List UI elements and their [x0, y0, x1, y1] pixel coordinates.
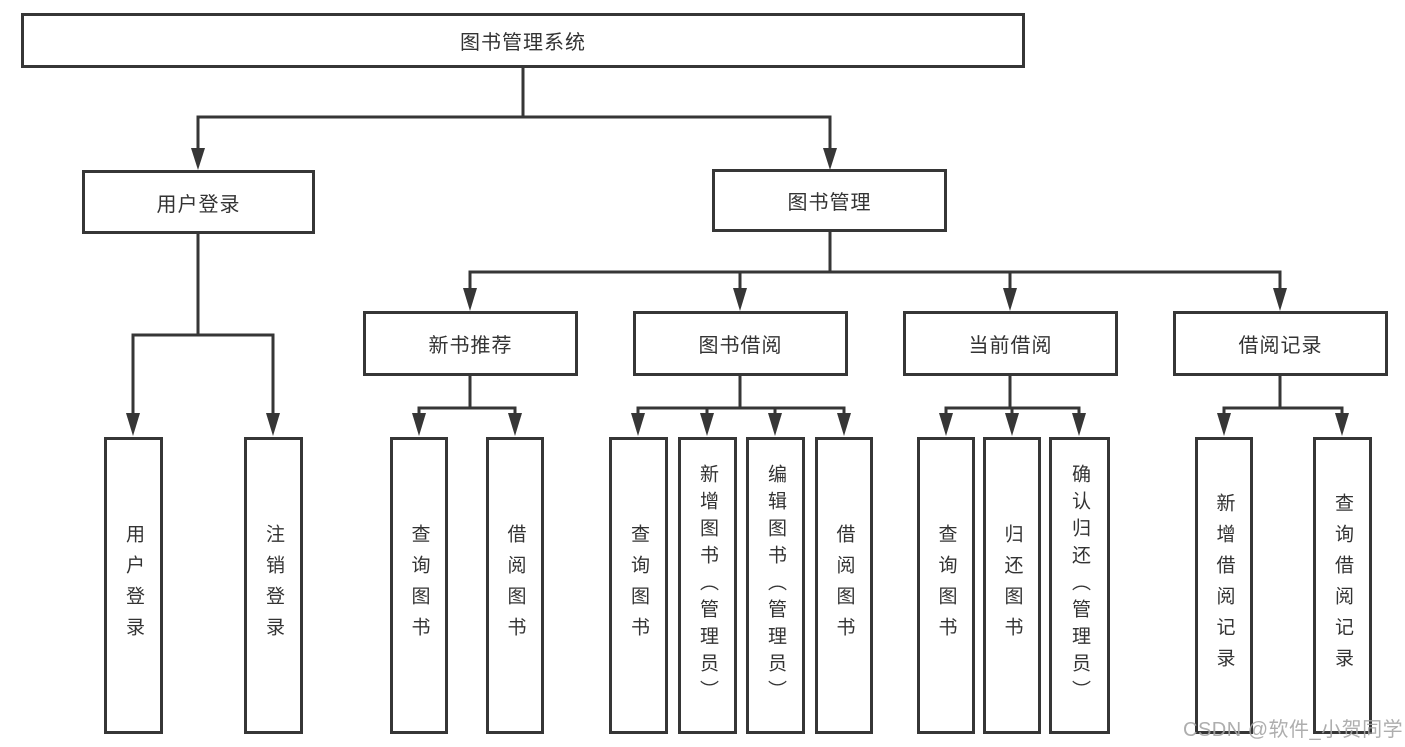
connector-borrow-records — [1217, 374, 1349, 436]
leaf-confirm-return-admin-label: 确认归还（管理员） — [1069, 464, 1090, 707]
leaf-borrow-books-borrow-label: 借阅图书 — [833, 523, 855, 648]
node-new-book-recommend-label: 新书推荐 — [428, 335, 513, 357]
node-book-borrow: 图书借阅 — [633, 311, 848, 376]
connector-root — [191, 66, 837, 170]
arrowhead-icon — [1005, 413, 1019, 436]
arrowhead-icon — [837, 413, 851, 436]
arrowhead-icon — [1217, 413, 1231, 436]
leaf-logout: 注销登录 — [244, 437, 303, 734]
leaf-confirm-return-admin: 确认归还（管理员） — [1049, 437, 1110, 734]
leaf-borrow-books-recommend: 借阅图书 — [486, 437, 544, 734]
leaf-add-borrow-record: 新增借阅记录 — [1195, 437, 1253, 734]
node-root-label: 图书管理系统 — [460, 32, 586, 54]
arrowhead-icon — [1003, 288, 1017, 311]
arrowhead-icon — [939, 413, 953, 436]
leaf-query-books-recommend: 查询图书 — [390, 437, 448, 734]
leaf-query-books-current: 查询图书 — [917, 437, 975, 734]
leaf-edit-books-admin: 编辑图书（管理员） — [746, 437, 805, 734]
arrowhead-icon — [700, 413, 714, 436]
node-borrow-records: 借阅记录 — [1173, 311, 1388, 376]
arrowhead-icon — [1335, 413, 1349, 436]
node-borrow-records-label: 借阅记录 — [1238, 335, 1323, 357]
csdn-watermark: CSDN @软件_小贺同学 — [1183, 719, 1404, 741]
arrowhead-icon — [508, 413, 522, 436]
node-current-borrow: 当前借阅 — [903, 311, 1118, 376]
leaf-add-books-admin: 新增图书（管理员） — [678, 437, 737, 734]
connector-user-login — [126, 232, 280, 436]
node-new-book-recommend: 新书推荐 — [363, 311, 578, 376]
arrowhead-icon — [412, 413, 426, 436]
leaf-return-books-label: 归还图书 — [1001, 523, 1023, 648]
leaf-edit-books-admin-label: 编辑图书（管理员） — [765, 464, 786, 707]
connector-book-management — [463, 230, 1287, 311]
arrowhead-icon — [191, 148, 205, 170]
leaf-logout-label: 注销登录 — [263, 523, 284, 648]
arrowhead-icon — [631, 413, 645, 436]
arrowhead-icon — [266, 413, 280, 436]
leaf-query-books-recommend-label: 查询图书 — [408, 523, 430, 648]
arrowhead-icon — [463, 288, 477, 311]
connector-new-book-recommend — [412, 374, 522, 436]
leaf-query-borrow-record-label: 查询借阅记录 — [1332, 492, 1353, 679]
arrowhead-icon — [1273, 288, 1287, 311]
arrowhead-icon — [823, 148, 837, 170]
arrowhead-icon — [733, 288, 747, 311]
leaf-query-borrow-record: 查询借阅记录 — [1313, 437, 1372, 734]
connector-book-borrow — [631, 374, 851, 436]
leaf-query-books-borrow: 查询图书 — [609, 437, 668, 734]
leaf-add-borrow-record-label: 新增借阅记录 — [1213, 492, 1235, 679]
node-book-management: 图书管理 — [712, 169, 947, 232]
leaf-query-books-borrow-label: 查询图书 — [628, 523, 649, 648]
connector-current-borrow — [939, 374, 1086, 436]
leaf-return-books: 归还图书 — [983, 437, 1041, 734]
leaf-query-books-current-label: 查询图书 — [935, 523, 957, 648]
node-current-borrow-label: 当前借阅 — [968, 335, 1053, 357]
node-root: 图书管理系统 — [21, 13, 1025, 68]
node-user-login: 用户登录 — [82, 170, 315, 234]
node-book-management-label: 图书管理 — [787, 192, 872, 214]
arrowhead-icon — [768, 413, 782, 436]
node-user-login-label: 用户登录 — [156, 193, 241, 216]
node-book-borrow-label: 图书借阅 — [698, 335, 783, 357]
leaf-user-login: 用户登录 — [104, 437, 163, 734]
arrowhead-icon — [126, 413, 140, 436]
leaf-add-books-admin-label: 新增图书（管理员） — [697, 464, 718, 707]
leaf-borrow-books-borrow: 借阅图书 — [815, 437, 873, 734]
arrowhead-icon — [1072, 413, 1086, 436]
leaf-user-login-label: 用户登录 — [123, 523, 144, 648]
leaf-borrow-books-recommend-label: 借阅图书 — [504, 523, 526, 648]
